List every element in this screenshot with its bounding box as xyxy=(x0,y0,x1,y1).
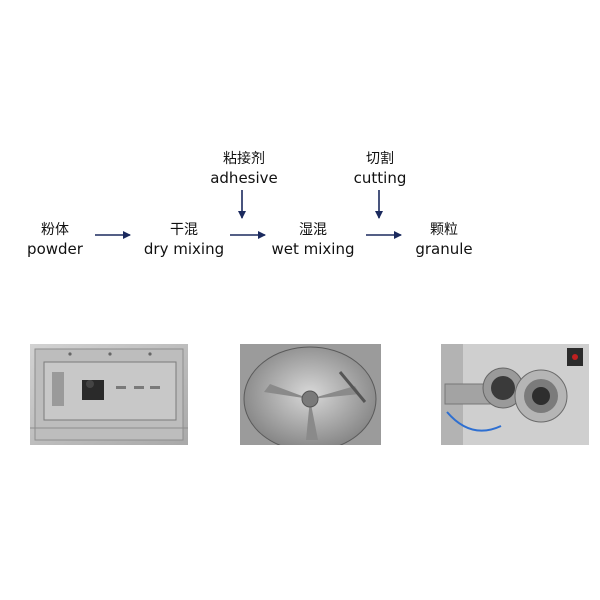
step-granule: 颗粒 granule xyxy=(408,221,480,259)
step-granule-en: granule xyxy=(415,240,473,258)
input-cutting: 切割 cutting xyxy=(345,150,415,188)
step-wet-mixing-en: wet mixing xyxy=(271,240,355,258)
dry-mixing-machine-photo xyxy=(30,344,188,445)
wet-mixing-bowl-photo xyxy=(240,344,381,445)
step-dry-mixing-zh: 干混 xyxy=(170,222,198,238)
step-wet-mixing: 湿混 wet mixing xyxy=(266,221,360,259)
step-dry-mixing-en: dry mixing xyxy=(143,240,225,258)
step-granule-zh: 颗粒 xyxy=(430,222,458,238)
step-wet-mixing-zh: 湿混 xyxy=(299,222,327,238)
step-powder-zh: 粉体 xyxy=(41,222,69,238)
step-powder: 粉体 powder xyxy=(20,221,90,259)
input-cutting-zh: 切割 xyxy=(366,151,394,167)
input-adhesive-zh: 粘接剂 xyxy=(223,151,265,167)
step-dry-mixing: 干混 dry mixing xyxy=(138,221,230,259)
step-powder-en: powder xyxy=(27,240,83,258)
granule-cutter-photo xyxy=(441,344,589,445)
input-cutting-en: cutting xyxy=(353,169,407,187)
input-adhesive: 粘接剂 adhesive xyxy=(202,150,286,188)
input-adhesive-en: adhesive xyxy=(210,169,278,187)
